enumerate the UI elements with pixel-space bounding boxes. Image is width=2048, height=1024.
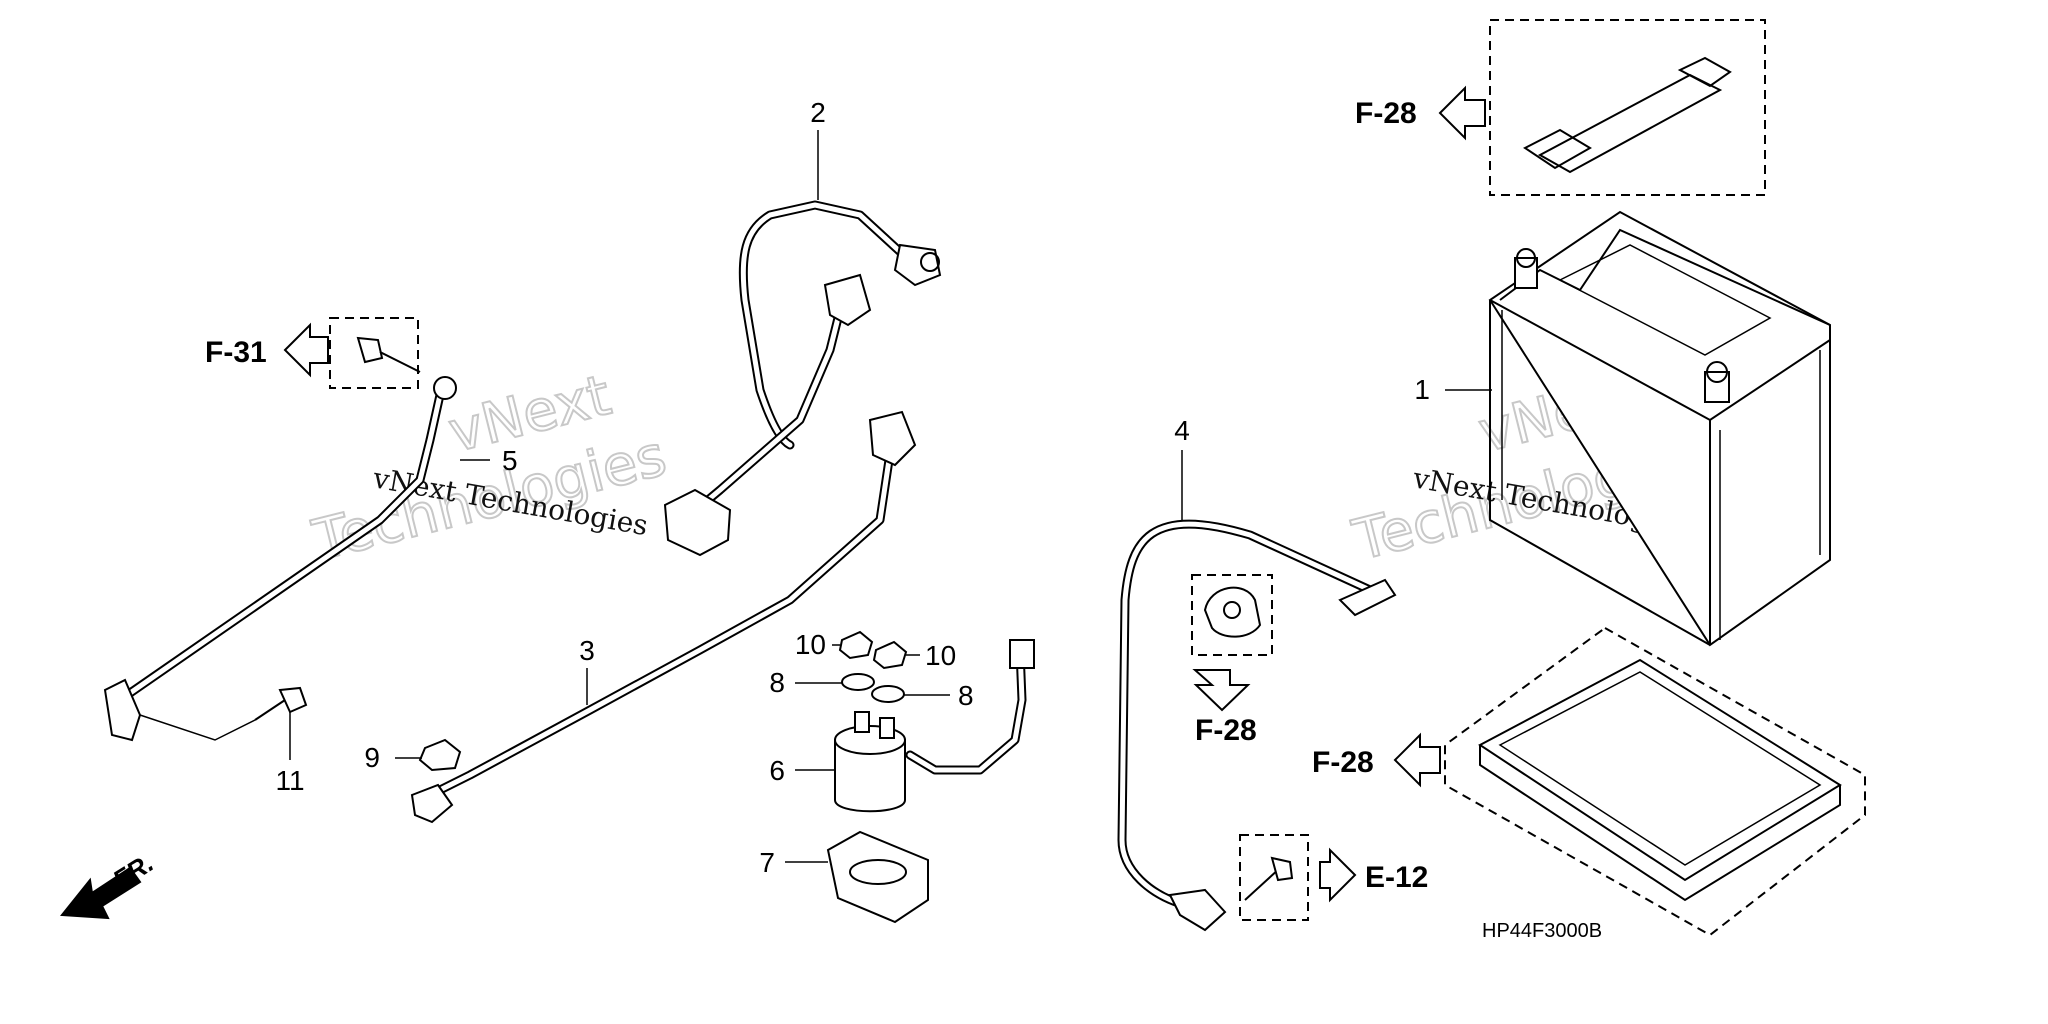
left-arrow-icon [283,322,329,378]
part-number-8a: 8 [769,667,785,698]
part-number-4: 4 [1174,415,1190,446]
bolt-f31-dashed-box [329,317,419,389]
ref-f28-tray: F-28 [1312,732,1441,788]
bolt-e12 [1239,834,1309,921]
part-number-10b: 10 [925,640,956,671]
bolt-head-icon [1270,856,1294,882]
relay-terminal-right [879,717,895,739]
cable-4-terminal-bottom [1168,888,1227,932]
tray-top [1478,658,1842,882]
cable-clip [1191,574,1273,656]
cable-3-terminal [410,783,454,824]
cable-5-ring [433,376,457,400]
ref-f28-tray-label: F-28 [1312,746,1374,779]
cable-4-terminal-top [1338,578,1397,617]
washer-8b-icon [871,685,905,703]
strap-hook [1523,128,1592,170]
left-arrow-icon [1393,732,1441,788]
ref-f28-clip-label: F-28 [1195,714,1257,747]
harness-connector [893,243,942,287]
cable-3-cap [868,410,917,467]
clip-icon [1203,586,1262,638]
nut-10b-icon [872,640,908,670]
battery-top-edge [1489,299,1831,422]
nut-9: 9 [364,738,462,773]
relay-terminal-left [854,711,870,733]
relay-body [834,739,906,813]
watermark-left: vNext Technologies vNext Technologies [306,362,674,575]
bolt-dashed-box [1239,834,1309,921]
relay-holder-icon [826,830,929,924]
wire-harness-2: 2 [663,97,942,557]
front-direction: FR. [60,847,159,920]
part-number-11: 11 [275,765,304,796]
cable-5-terminal [103,678,142,742]
part-number-9: 9 [364,742,380,773]
nuts-washers: 10 10 8 8 [769,629,973,711]
bolt-head-icon [356,336,384,364]
harness-cap-top [823,273,872,327]
nut-9-icon [418,738,462,772]
nut-10a-icon [838,630,874,660]
part-number-2: 2 [810,97,826,128]
ref-f28-strap-label: F-28 [1355,97,1417,130]
battery-vent-panel [1558,244,1772,356]
washer-8a-icon [841,673,875,691]
bolt-11-head [278,686,308,714]
down-arrow-icon [1192,669,1251,712]
starter-relay-6: 6 [769,639,1035,813]
part-number-7: 7 [759,847,775,878]
ref-e12-label: E-12 [1365,861,1428,894]
ref-e12: E-12 [1319,847,1428,903]
tray-side [1479,745,1841,902]
ref-f31: F-31 [205,322,329,378]
battery-body-front [1489,300,1711,646]
battery-strap [1489,19,1766,196]
right-arrow-icon [1319,847,1357,903]
diagram-code: HP44F3000B [1482,920,1602,942]
bolt-f31 [329,317,421,389]
left-arrow-icon [1438,85,1486,141]
battery: 1 [1414,210,1831,647]
battery-tray [1444,626,1866,937]
cable-3: 3 [410,410,917,824]
relay-connector [1009,639,1035,669]
cable-5: 5 [103,376,518,742]
part-number-3: 3 [579,635,595,666]
bolt-11: 11 [139,686,308,796]
ref-f31-label: F-31 [205,336,267,369]
strap-dashed-box [1489,19,1766,196]
part-number-6: 6 [769,755,785,786]
strap-end [1677,56,1732,88]
part-number-10a: 10 [795,629,826,660]
relay-holder-7: 7 [759,830,929,924]
cable-4: 4 [1117,415,1397,932]
strap-band [1537,73,1723,174]
harness-cap-bottom [663,488,732,557]
part-number-5: 5 [502,445,518,476]
part-number-1: 1 [1414,374,1430,405]
part-number-8b: 8 [958,680,974,711]
ref-f28-strap: F-28 [1355,85,1486,141]
clip-dashed-box [1191,574,1273,656]
front-arrow-icon [60,866,142,920]
ref-f28-clip: F-28 [1192,669,1257,747]
